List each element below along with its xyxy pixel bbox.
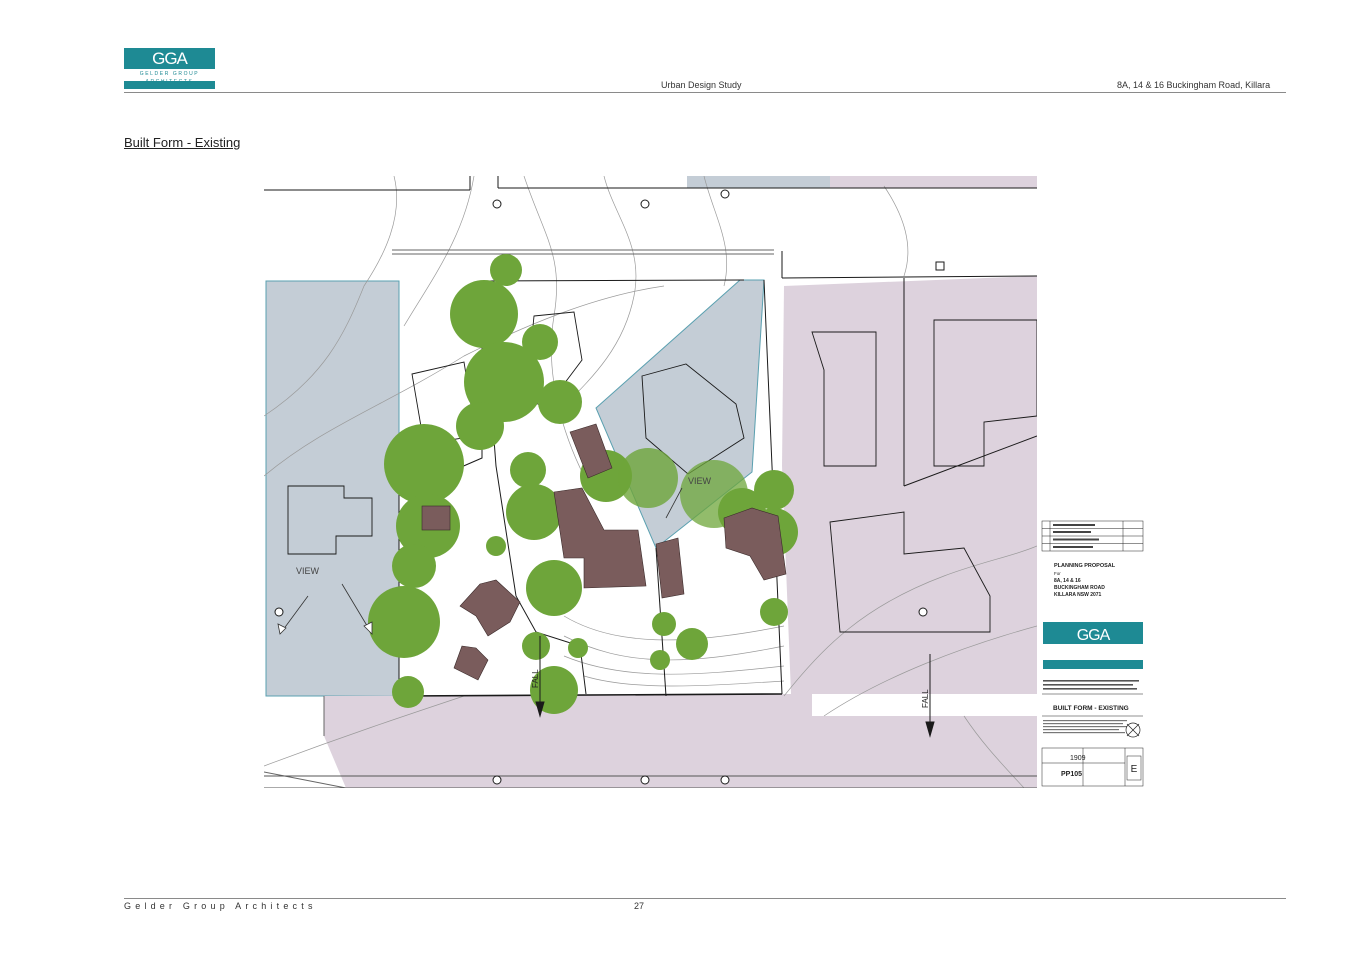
logo-subtext: GELDER GROUP ARCHITECTS: [139, 71, 200, 85]
tb-for-label: For: [1054, 571, 1061, 576]
tb-drawing-number: PP105: [1061, 771, 1082, 778]
tb-address-2: BUCKINGHAM ROAD: [1054, 585, 1105, 591]
fall-arrows: [535, 636, 935, 738]
level-markers: [274, 189, 945, 785]
tb-address-3: KILLARA NSW 2071: [1054, 592, 1102, 598]
tb-heading: PLANNING PROPOSAL: [1054, 563, 1116, 569]
revision-table: [1041, 520, 1144, 552]
tb-drawing-title: BUILT FORM - EXISTING: [1053, 705, 1129, 712]
neighbour-lots: [265, 176, 1037, 788]
footer-divider: [124, 898, 1286, 899]
tb-detail-grid: [1041, 747, 1144, 787]
footer-company: Gelder Group Architects: [124, 901, 317, 911]
tb-revision: E: [1131, 764, 1138, 775]
fall-label-1: FALL: [531, 669, 540, 688]
tb-project-number: 1909: [1070, 755, 1086, 762]
view-label-left: VIEW: [296, 566, 320, 576]
trees: [368, 254, 798, 714]
north-point: [1125, 722, 1141, 738]
header-address: 8A, 14 & 16 Buckingham Road, Killara: [1117, 80, 1271, 90]
neighbour-building-outlines: [287, 311, 1037, 633]
header-divider: [124, 92, 1286, 93]
tb-contact-lines: [1043, 680, 1139, 690]
logo-text: GGA: [124, 48, 215, 69]
existing-buildings: [421, 423, 787, 681]
header-document-title: Urban Design Study: [661, 80, 742, 90]
view-label-right: VIEW: [688, 476, 712, 486]
view-arrows: [277, 487, 683, 635]
page-title: Built Form - Existing: [124, 135, 241, 150]
tb-logo-text: GGA: [1077, 627, 1111, 644]
title-block: PLANNING PROPOSAL For 8A, 14 & 16 BUCKIN…: [1041, 520, 1144, 787]
logo-bar: [124, 81, 215, 89]
tb-notes-lines: [1043, 720, 1127, 734]
tb-address-1: 8A, 14 & 16: [1054, 578, 1081, 584]
fall-label-2: FALL: [921, 689, 930, 708]
gga-logo: GGA GELDER GROUP ARCHITECTS: [124, 48, 215, 90]
site-plan-drawing: VIEW VIEW FALL FALL: [264, 176, 1037, 788]
footer-page-number: 27: [634, 901, 645, 911]
tb-logo: GGA: [1043, 622, 1143, 669]
